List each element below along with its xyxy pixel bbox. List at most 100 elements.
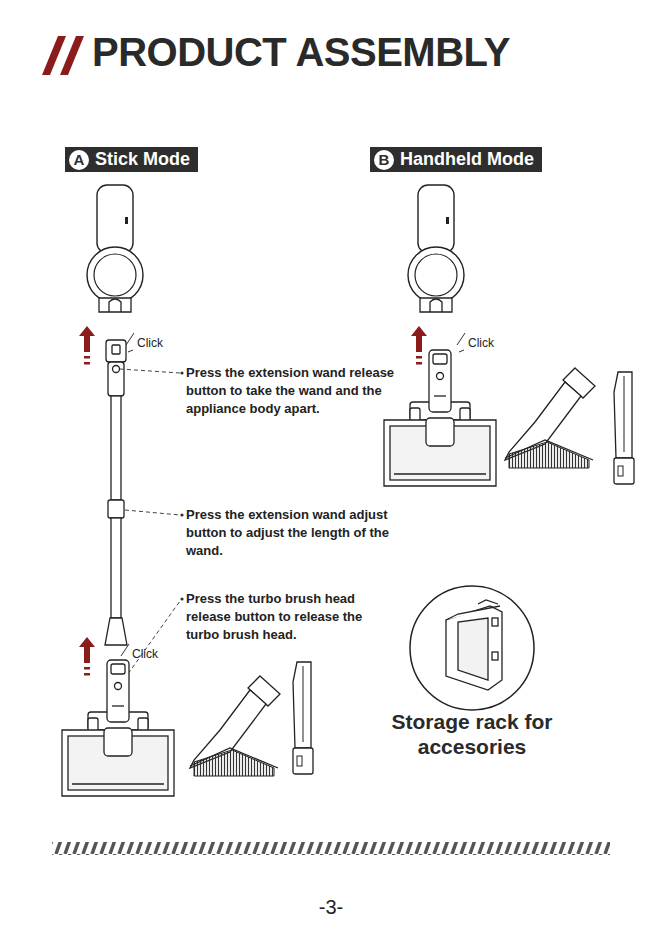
extension-wand xyxy=(112,345,120,354)
page-number: -3- xyxy=(319,896,343,919)
extension-wand xyxy=(105,618,127,645)
turbo-brush-head xyxy=(107,660,129,722)
appliance-body xyxy=(420,298,452,312)
storage-rack xyxy=(492,618,498,626)
mode-badge: A Stick Mode xyxy=(65,147,198,172)
callout-note: Press the turbo brush head release butto… xyxy=(186,590,398,644)
dusting-brush xyxy=(190,748,278,768)
extension-wand xyxy=(105,340,127,645)
insert-arrow xyxy=(84,667,90,670)
dusting-brush xyxy=(509,442,589,468)
mode-name: Handheld Mode xyxy=(400,149,534,170)
crevice-tool xyxy=(618,466,623,476)
storage-rack xyxy=(446,606,502,690)
turbo-brush-head xyxy=(384,350,496,486)
page-title: PRODUCT ASSEMBLY xyxy=(92,30,510,75)
turbo-brush-head xyxy=(112,705,124,706)
title-slashes xyxy=(42,36,84,75)
click-tick xyxy=(121,333,465,663)
mode-letter: A xyxy=(69,150,89,170)
extension-wand xyxy=(106,340,126,362)
callout-note: Press the extension wand adjust button t… xyxy=(186,506,398,560)
leader-dot xyxy=(180,371,183,374)
dusting-brush xyxy=(505,440,593,460)
appliance-body xyxy=(446,217,449,224)
accessory-caption: Storage rack for accesories xyxy=(382,709,562,759)
leader-line xyxy=(120,369,180,685)
crevice-tool xyxy=(293,662,311,748)
insert-arrow xyxy=(416,362,422,365)
turbo-brush-head xyxy=(434,395,446,396)
extension-wand xyxy=(111,396,121,500)
appliance-body xyxy=(97,185,133,253)
extension-wand xyxy=(111,518,121,618)
mode-name: Stick Mode xyxy=(95,149,190,170)
click-label: Click xyxy=(137,336,163,350)
click-tick xyxy=(457,333,465,352)
stripe-band xyxy=(52,842,610,855)
leader-dot xyxy=(180,513,183,516)
appliance-body xyxy=(125,217,128,224)
storage-rack xyxy=(458,618,488,680)
appliance-body xyxy=(430,299,442,312)
insert-arrow xyxy=(84,356,90,359)
appliance-body xyxy=(408,247,464,303)
appliance-body xyxy=(94,254,136,296)
click-label: Click xyxy=(132,647,158,661)
insert-arrow xyxy=(416,356,422,359)
turbo-brush-head xyxy=(394,473,486,474)
mode-badge: B Handheld Mode xyxy=(370,147,542,172)
extension-wand xyxy=(108,500,124,518)
crevice-tool xyxy=(297,756,302,766)
extension-wand xyxy=(108,362,124,396)
appliance-body xyxy=(418,185,454,253)
insert-arrow xyxy=(79,326,95,365)
storage-rack xyxy=(478,600,498,604)
turbo-brush-head xyxy=(437,373,444,380)
accessory-label: Storage rack for accesories xyxy=(382,709,562,759)
crevice-tool xyxy=(624,376,625,452)
insert-arrow xyxy=(411,326,427,365)
insert-arrow xyxy=(79,637,95,663)
storage-rack-circle xyxy=(410,586,534,710)
insert-arrow xyxy=(84,362,90,365)
insert-arrow xyxy=(411,326,427,352)
storage-rack xyxy=(446,600,502,690)
turbo-brush-head xyxy=(426,418,454,446)
extension-wand xyxy=(113,366,120,373)
turbo-brush-head xyxy=(115,683,122,690)
crevice-tool xyxy=(293,662,313,774)
click-tick xyxy=(126,333,134,352)
crevice-tool xyxy=(614,372,632,458)
leader-line xyxy=(120,369,180,373)
appliance-body xyxy=(87,247,143,303)
leader-dot xyxy=(180,597,183,600)
turbo-brush-head xyxy=(72,783,164,784)
dusting-brush xyxy=(505,368,595,468)
turbo-brush-head xyxy=(111,664,125,674)
appliance-body xyxy=(99,298,131,312)
dusting-brush xyxy=(190,676,280,776)
appliance-body xyxy=(415,254,457,296)
appliance-body xyxy=(87,185,143,312)
dusting-brush xyxy=(194,750,274,776)
callout-note: Press the extension wand release button … xyxy=(186,364,398,418)
insert-arrow xyxy=(79,326,95,352)
leader-dot xyxy=(180,371,183,600)
crevice-tool xyxy=(614,458,634,484)
insert-arrow xyxy=(84,673,90,676)
crevice-tool xyxy=(303,666,304,742)
turbo-brush-head xyxy=(429,350,451,412)
click-label: Click xyxy=(468,336,494,350)
turbo-brush-head xyxy=(62,660,174,796)
insert-arrow xyxy=(79,637,95,676)
appliance-body xyxy=(109,299,121,312)
title-slashes xyxy=(60,36,84,75)
storage-rack xyxy=(492,652,498,660)
leader-line xyxy=(125,510,180,515)
turbo-brush-head xyxy=(433,354,447,364)
crevice-tool xyxy=(614,372,634,484)
turbo-brush-head xyxy=(104,728,132,756)
mode-letter: B xyxy=(374,150,394,170)
